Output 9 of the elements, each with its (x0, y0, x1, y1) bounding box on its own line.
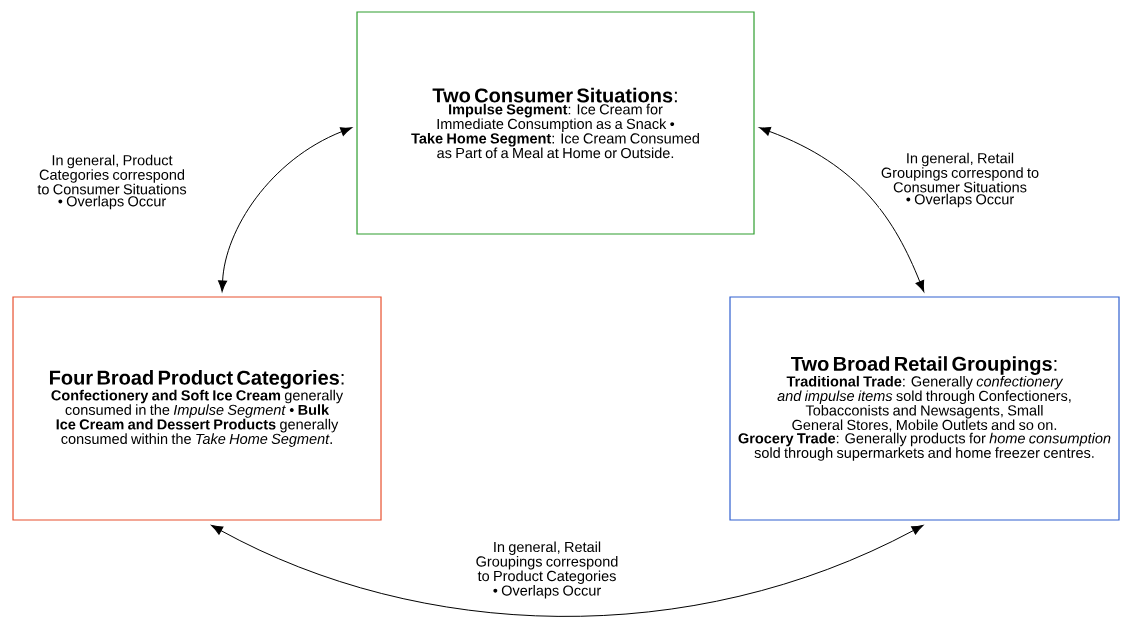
edge-label: In general, Retail Groupings correspond to Consumer Situations • Overlaps Occur (879, 151, 1041, 209)
text-box: Two Consumer Situations: Impulse Segment: Ice Cream for Immediate Consumption as a Snack • Take Home Segment: Ice Cream Consumed as Part of a Meal at Home or Outside. (356, 11, 755, 235)
curved-arrow (759, 127, 925, 293)
edge-label: In general, Product Categories correspond to Consumer Situations • Overlaps Occur (31, 153, 193, 211)
curved-arrow (211, 525, 924, 617)
text-box: Four Broad Product Categories: Confectionery and Soft Ice Cream generally consumed in the Impulse Segment • Bulk Ice Cream and Dessert Products generally consumed within the Take Home Segment. (12, 296, 382, 521)
curved-arrow (218, 127, 353, 292)
text-box: Two Broad Retail Groupings: Traditional Trade: Generally confectionery and impulse items sold through Confectioners, Tobacconists and Newsagents, Small General Stores, Mobile Outlets and so on. Grocery Trade: Generally products for home consumption sold through supermarkets and home freezer centres. (729, 296, 1120, 521)
edge-label: In general, Retail Groupings correspond to Product Categories • Overlaps Occur (461, 540, 633, 600)
